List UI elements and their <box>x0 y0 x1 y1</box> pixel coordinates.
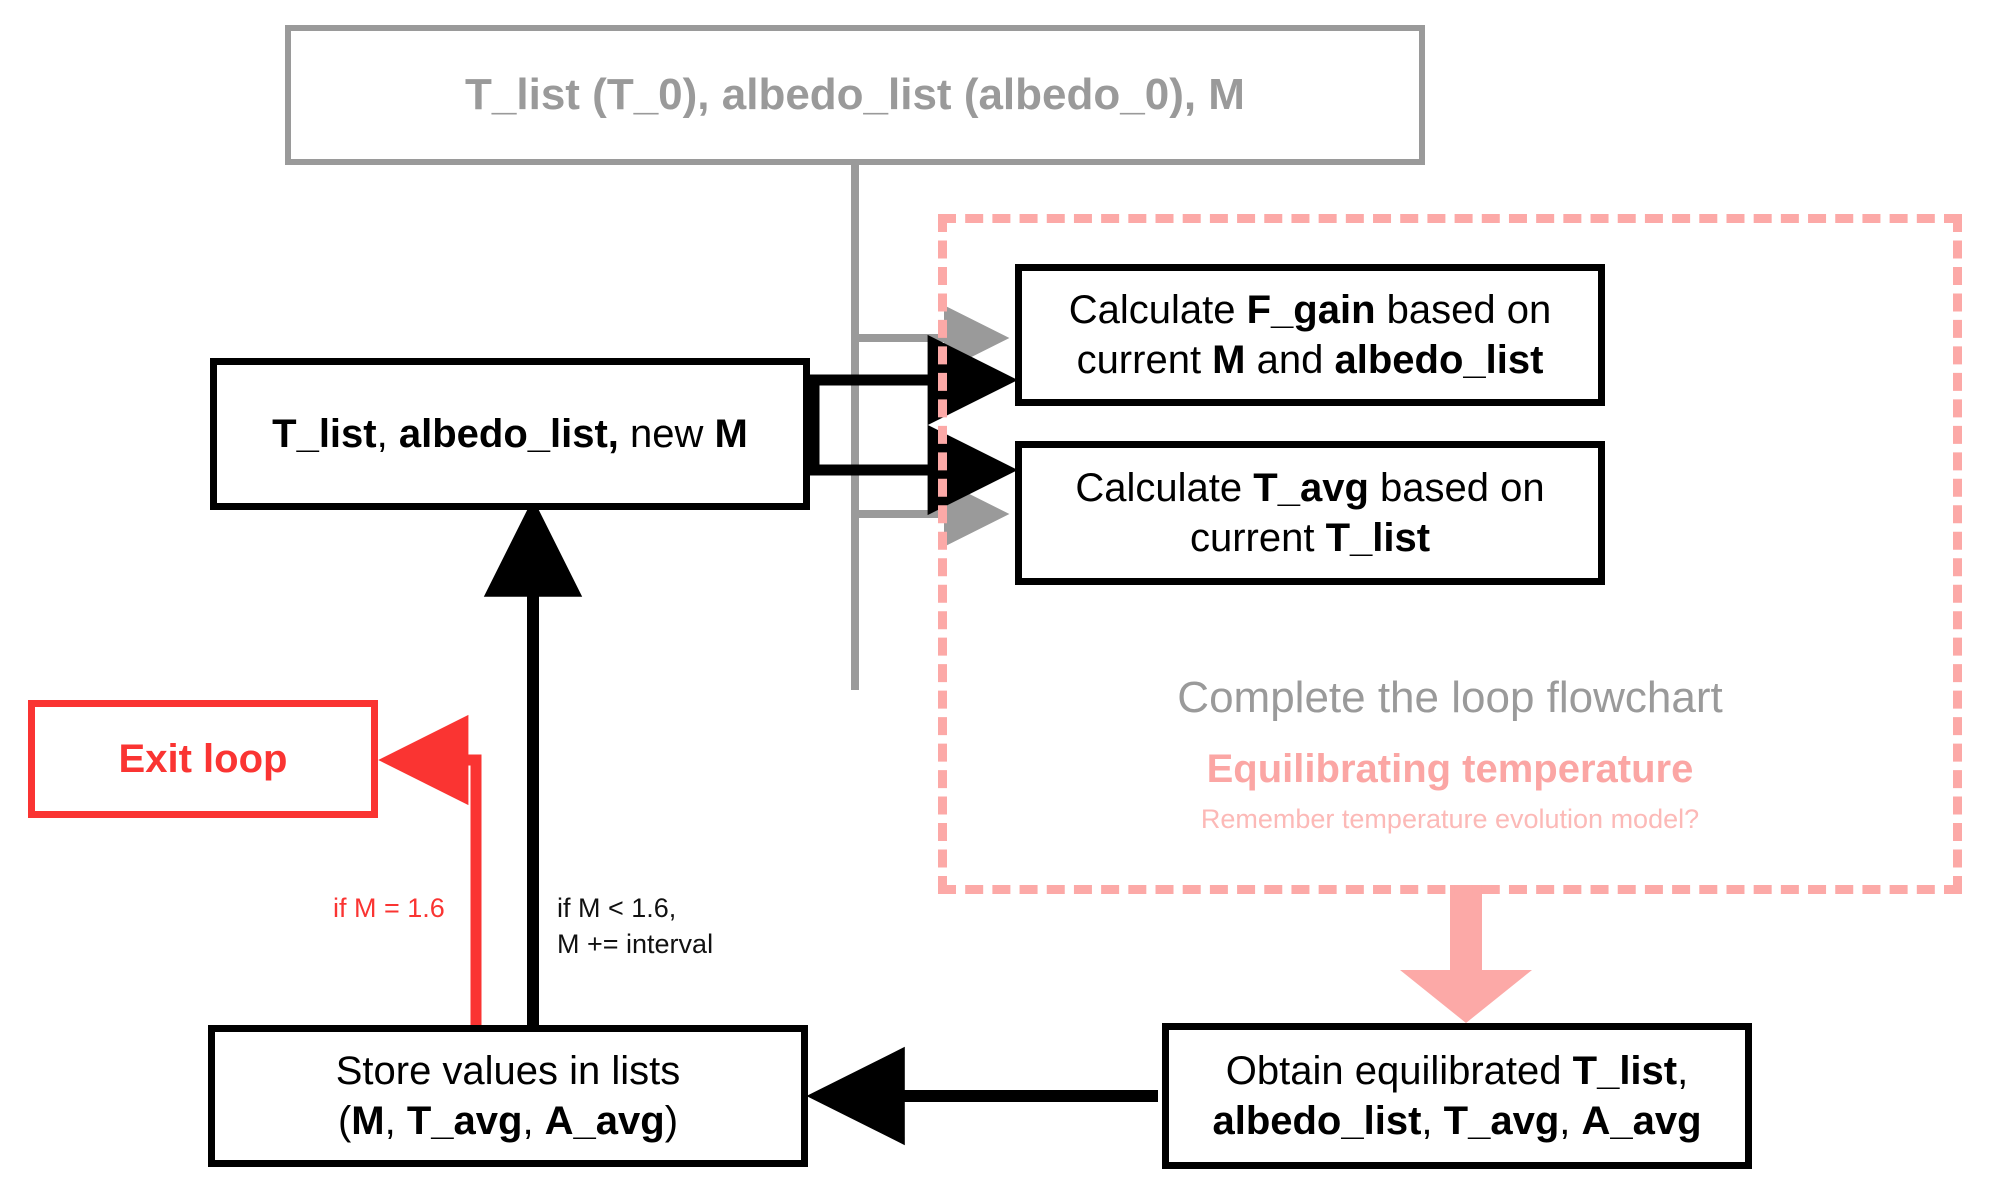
tavg-bold-a: T_avg <box>1253 465 1369 510</box>
store-paren-close: ) <box>664 1099 679 1143</box>
node-exit-loop-label: Exit loop <box>118 736 288 781</box>
node-loop-state-label: T_list, albedo_list, new M <box>272 409 748 459</box>
annotation-heading: Complete the loop flowchart <box>1177 673 1723 722</box>
obtain-bold-albedolist: albedo_list <box>1212 1099 1422 1143</box>
annotation-subheading: Equilibrating temperature <box>1206 746 1694 791</box>
tavg-bold-b: T_list <box>1325 516 1431 560</box>
node-calculate-fgain-label: Calculate F_gain based on current M and a… <box>1069 285 1551 386</box>
node-store-values[interactable]: Store values in lists (M, T_avg, A_avg) <box>208 1025 808 1167</box>
obtain-bold-aavg: A_avg <box>1581 1099 1702 1143</box>
obtain-plain-a: Obtain equilibrated <box>1225 1048 1573 1093</box>
fgain-plain-c: current <box>1076 338 1213 382</box>
obtain-sep-b: , <box>1559 1099 1582 1143</box>
node-calculate-tavg-label: Calculate T_avg based on current T_list <box>1075 463 1544 564</box>
state-plain-new: new <box>618 411 715 456</box>
fgain-plain-b: based on <box>1375 287 1552 332</box>
node-calculate-fgain[interactable]: Calculate F_gain based on current M and a… <box>1015 264 1605 406</box>
annotation-text-block: Complete the loop flowchart Equilibratin… <box>1040 672 1860 835</box>
obtain-sep-a: , <box>1421 1099 1444 1143</box>
tavg-plain-c: current <box>1189 516 1326 560</box>
node-store-values-label: Store values in lists (M, T_avg, A_avg) <box>336 1046 681 1147</box>
obtain-bold-tlist: T_list <box>1572 1048 1678 1093</box>
store-bold-aavg: A_avg <box>544 1099 665 1143</box>
node-initial-inputs[interactable]: T_list (T_0), albedo_list (albedo_0), M <box>285 25 1425 165</box>
store-bold-m: M <box>351 1099 385 1143</box>
pink-down-arrow <box>1400 885 1532 1023</box>
annotation-region <box>938 214 1962 894</box>
tavg-plain-a: Calculate <box>1075 465 1254 510</box>
edge-label-exit-condition: if M = 1.6 <box>333 893 445 923</box>
store-line1: Store values in lists <box>335 1048 681 1093</box>
node-obtain-equilibrated-label: Obtain equilibrated T_list,albedo_list, … <box>1212 1046 1701 1147</box>
state-bold-tlist: T_list <box>272 411 377 456</box>
store-sep-a: , <box>384 1099 407 1143</box>
store-sep-b: , <box>522 1099 545 1143</box>
edge-label-continue-condition: if M < 1.6, M += interval <box>557 893 714 960</box>
state-sep-1: , <box>376 411 399 456</box>
node-loop-state[interactable]: T_list, albedo_list, new M <box>210 358 810 510</box>
fgain-bold-b: M <box>1212 338 1246 382</box>
fgain-bold-c: albedo_list <box>1334 338 1544 382</box>
state-bold-m: M <box>714 411 748 456</box>
tavg-plain-b: based on <box>1368 465 1545 510</box>
state-bold-albedolist: albedo_list, <box>398 411 619 456</box>
store-bold-tavg: T_avg <box>406 1099 523 1143</box>
annotation-note: Remember temperature evolution model? <box>1200 804 1700 835</box>
node-exit-loop[interactable]: Exit loop <box>28 700 378 818</box>
fgain-bold-a: F_gain <box>1246 287 1376 332</box>
fgain-plain-d: and <box>1245 338 1335 382</box>
fgain-plain-a: Calculate <box>1068 287 1247 332</box>
obtain-bold-tavg: T_avg <box>1443 1099 1560 1143</box>
node-calculate-tavg[interactable]: Calculate T_avg based on current T_list <box>1015 441 1605 585</box>
store-paren-open: ( <box>337 1099 352 1143</box>
obtain-sep-1: , <box>1677 1048 1689 1093</box>
node-initial-inputs-label: T_list (T_0), albedo_list (albedo_0), M <box>465 70 1245 120</box>
node-obtain-equilibrated[interactable]: Obtain equilibrated T_list,albedo_list, … <box>1162 1023 1752 1169</box>
